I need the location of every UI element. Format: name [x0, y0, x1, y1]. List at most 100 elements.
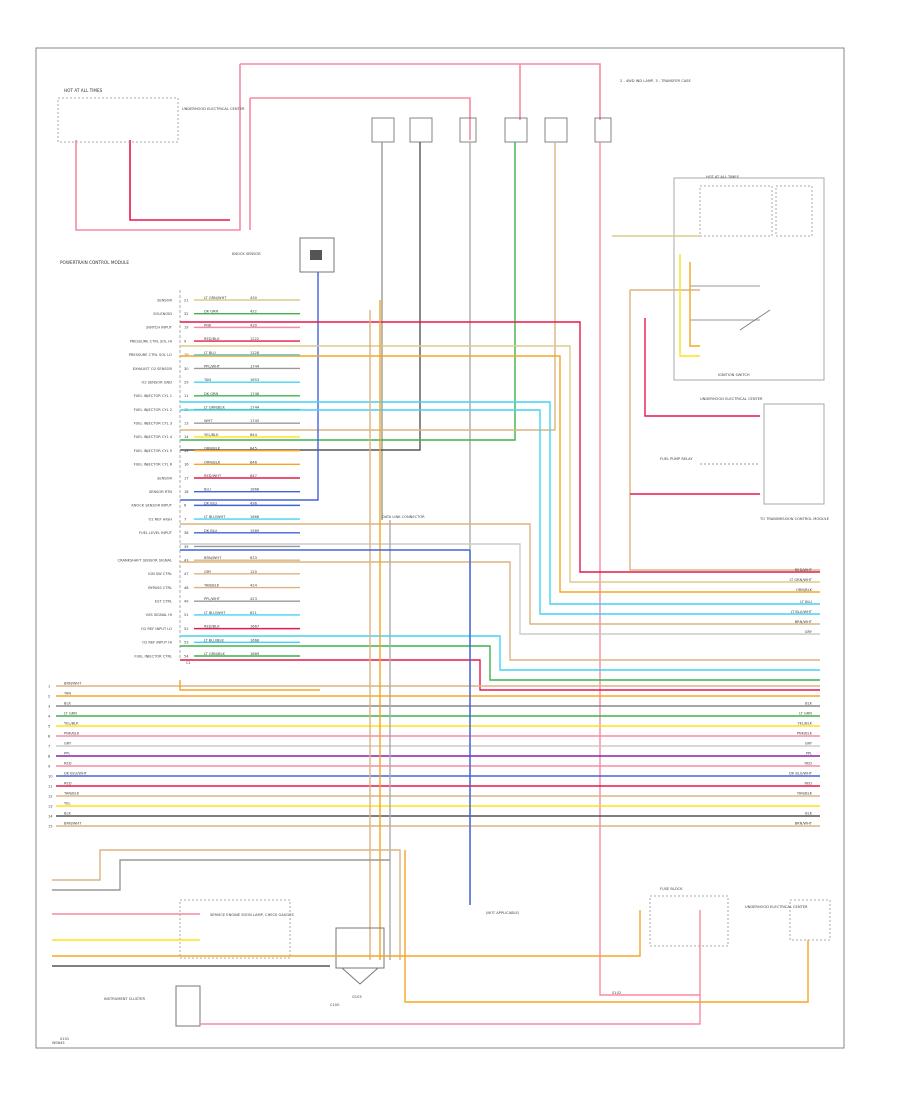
ecm-pin-number: 38 — [184, 531, 189, 535]
ecm-pin-number: 47 — [184, 572, 189, 576]
ecm-pin-circuit: 633 — [250, 556, 257, 560]
ecm-pin-circuit: 422 — [250, 310, 257, 314]
ecm-pin-circuit: 821 — [250, 611, 257, 615]
connector-c100: C100 — [330, 1003, 340, 1007]
ecm-pin-wire-color: BRN/WHT — [204, 556, 222, 560]
bus-wire-left-label: TAN — [63, 692, 71, 696]
bus-wire-right-label: BLK — [805, 702, 812, 706]
bus-wire-left-label: BRN/WHT — [64, 682, 82, 686]
ecm-pin-wire-color: DK BLU — [204, 501, 218, 505]
ecm-pin-circuit: 1744 — [250, 406, 260, 410]
bus-pin-number: 12 — [48, 794, 53, 798]
ecm-pin-circuit: 1589 — [250, 529, 260, 533]
bus-wire-right-label: PNK/BLK — [797, 732, 813, 736]
ecm-pin-wire-color: YEL/BLK — [204, 433, 219, 437]
right-output-label: LT BLU/WHT — [791, 610, 813, 614]
ecm-pin-number: 6 — [184, 504, 187, 508]
ecm-pin-number: 32 — [184, 312, 189, 316]
powertrain-control-module: POWERTRAIN CONTROL MODULE C1 — [60, 260, 191, 665]
ecm-pin-wire-color: BLU — [204, 488, 211, 492]
right-output-label: RED/WHT — [795, 568, 813, 572]
ecm-pin-circuit: 844 — [250, 433, 258, 437]
relay-connector-group — [371, 117, 612, 143]
ecm-pin-wire-color: TAN/BLK — [203, 584, 220, 588]
hot-fuse-label: HOT AT ALL TIMES — [64, 88, 103, 93]
bus-pin-number: 9 — [48, 764, 51, 768]
bus-wire-right-label: LT GRN — [799, 712, 812, 716]
power-feed-wires — [75, 63, 601, 231]
bus-wire-right-label: RED — [804, 762, 812, 766]
ecm-pin-number: 17 — [184, 476, 189, 480]
bus-wire-left-label: BRN/WHT — [64, 822, 82, 826]
ecm-pin-wire-color: DK GRN — [204, 392, 219, 396]
bus-pin-number: 4 — [48, 714, 51, 718]
ecm-pin-number: 11 — [184, 394, 189, 398]
ecm-pin-label: FUEL INJECTOR CTRL — [134, 654, 172, 658]
knock-sensor: KNOCK SENSOR — [180, 237, 335, 501]
footer-code: W0645 — [52, 1041, 65, 1045]
ecm-pin-circuit: 1669 — [250, 652, 260, 656]
ecm-pin-circuit: 1745 — [250, 419, 259, 423]
fuse-block: HOT AT ALL TIMES IGNITION SWITCH — [673, 175, 825, 381]
right-output-label: ORN/BLK — [796, 588, 813, 592]
bus-wire-left-label: BLK — [64, 812, 71, 816]
ecm-pin-label: VSS SIGNAL HI — [146, 613, 172, 617]
bus-wire-right-label: DK BLU/WHT — [789, 772, 813, 776]
bus-wire-right-label: YEL/BLK — [797, 722, 812, 726]
ecm-pin-number: 18 — [184, 490, 189, 494]
bus-wire-left-label: RED — [64, 762, 72, 766]
ecm-pin-label: SWITCH INPUT — [146, 326, 173, 330]
ecm-pin-wire-color: GRY — [204, 570, 212, 574]
ecm-pin-wire-color: LT GRN/BLK — [204, 652, 225, 656]
ecm-pin-wire-color: RED/BLK — [204, 337, 220, 341]
ecm-pin-circuit: 1222 — [250, 337, 259, 341]
bus-wire-left-label: PNK/BLK — [64, 732, 80, 736]
ecm-pin-wire-color: RED/WHT — [204, 474, 222, 478]
bus-pin-number: 5 — [48, 724, 50, 728]
ecm-pin-label: FUEL INJECTOR CYL 2 — [134, 408, 172, 412]
ground-label: G103 — [352, 995, 362, 999]
bus-wire-right-label: PPL — [806, 752, 812, 756]
ecm-pin-wire-color: LT GRN/BLK — [204, 406, 225, 410]
ecm-pin-label: FUEL INJECTOR CYL 5 — [134, 449, 172, 453]
relay-note: 2 - 4WD IND LAMP, 3 - TRANSFER CASE — [620, 79, 691, 83]
ecm-pin-circuit: 1746 — [250, 392, 260, 396]
ecm-pin-number: 54 — [184, 654, 189, 658]
ecm-pin-wire-color: ORN/BLK — [204, 447, 221, 451]
ecm-pin-label: FUEL INJECTOR CYL 1 — [134, 394, 172, 398]
ecm-pin-wire-color: PPL/WHT — [204, 364, 221, 368]
ecm-pin-label: O2 REF HIGH — [149, 517, 173, 521]
right-output-label: LT GRN/WHT — [790, 578, 813, 582]
ecm-pin-number: 15 — [184, 449, 189, 453]
bus-pin-number: 6 — [48, 734, 51, 738]
ecm-pin-circuit: 424 — [250, 584, 258, 588]
ecm-pin-wire-color: LT GRN/WHT — [204, 296, 227, 300]
ecm-pin-number: 29 — [184, 380, 189, 384]
bus-pin-number: 2 — [48, 694, 50, 698]
bus-wire-left-label: RED — [64, 782, 72, 786]
bus-wire-left-label: YEL — [64, 802, 70, 806]
ecm-pin-number: 16 — [184, 463, 189, 467]
bottom-fuse-label: FUSE BLOCK — [660, 887, 683, 891]
ecm-pin-number: 14 — [184, 435, 189, 439]
ecm-pin-label: PRESSURE CTRL SOL HI — [130, 339, 172, 343]
ecm-pin-circuit: 1744 — [250, 364, 260, 368]
instrument-cluster: SERVICE ENGINE SOON LAMP, CHECK GAUGES I… — [60, 899, 294, 1041]
ecm-pin-label: SENSOR — [157, 476, 172, 480]
ecm-pin-label: KNOCK SENSOR INPUT — [131, 504, 172, 508]
ecm-pin-label: EST CTRL — [155, 600, 172, 604]
bus-pin-number: 3 — [48, 704, 50, 708]
ecm-pin-label: FUEL INJECTOR CYL 3 — [134, 422, 172, 426]
ecm-pin-circuit: 1653 — [250, 378, 259, 382]
ecm-pin-number: 51 — [184, 613, 189, 617]
bus-pin-number: 7 — [48, 744, 50, 748]
ecm-pin-number: 39 — [184, 545, 189, 549]
bottom-note: (NOT APPLICABLE) — [486, 911, 520, 915]
ecm-pin-label: SOLENOID — [153, 312, 172, 316]
ecm-pin-circuit: 1868 — [250, 488, 260, 492]
bus-pin-number: 10 — [48, 774, 53, 778]
ecm-pin-circuit: 846 — [250, 460, 258, 464]
instrument-box-label: SERVICE ENGINE SOON LAMP, CHECK GAUGES — [210, 913, 294, 917]
ecm-pin-number: 30 — [184, 367, 189, 371]
